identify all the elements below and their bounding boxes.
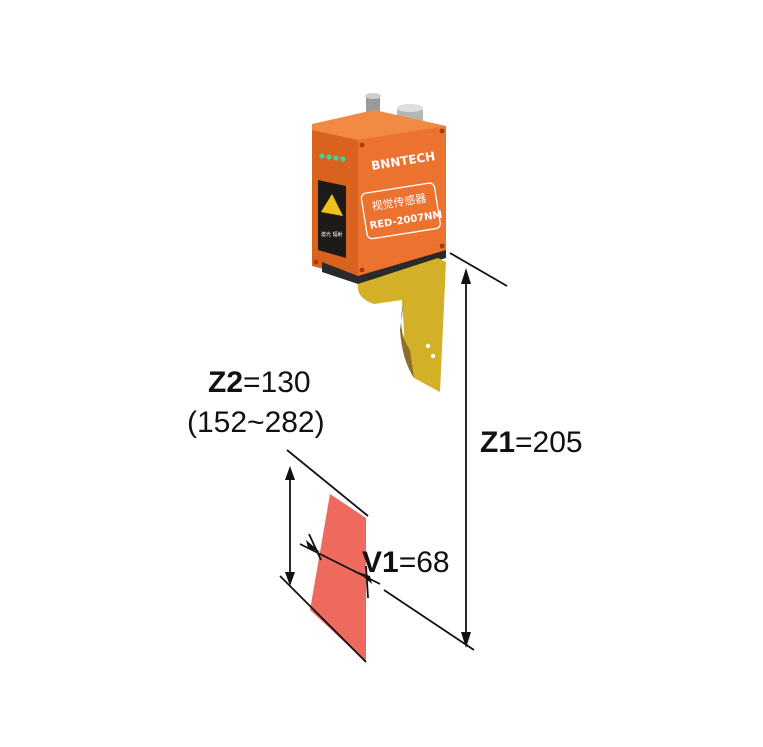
- z2-label: Z2=130: [208, 366, 311, 399]
- z2-extension-bottom: [279, 575, 367, 663]
- laser-warning-icon: [321, 194, 343, 216]
- laser-field: [310, 494, 366, 662]
- z2-extension-top: [286, 449, 369, 517]
- housing-front-face: [358, 126, 446, 278]
- v1-tick-right: [365, 565, 369, 599]
- mounting-bracket: [357, 258, 446, 392]
- laser-warning-text: 激光 辐射: [321, 231, 343, 238]
- dimension-lines: [279, 252, 508, 663]
- z1-label: Z1=205: [480, 426, 583, 459]
- sensor-device: 激光 辐射 BNNTECH 视觉传感器 RED-2007NM: [312, 93, 446, 392]
- bottom-plate: [322, 250, 446, 284]
- v1-tick-left: [308, 533, 322, 561]
- z2-range: (152~282): [187, 406, 325, 439]
- z1-extension-bottom: [383, 589, 475, 651]
- v1-label: V1=68: [362, 546, 450, 579]
- z1-extension-top: [449, 252, 508, 287]
- arrowheads: [285, 268, 471, 648]
- status-leds: [319, 153, 346, 162]
- laser-warning-panel: 激光 辐射: [318, 180, 346, 258]
